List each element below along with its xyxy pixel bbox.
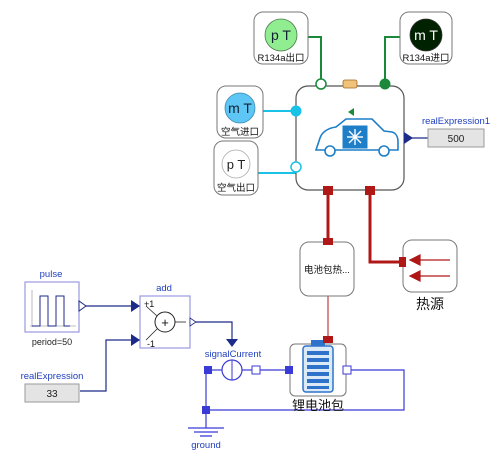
air-port-out[interactable] [290, 161, 302, 173]
wire-realexpr-add[interactable] [80, 339, 140, 392]
heat-port[interactable] [399, 257, 406, 267]
heat-port-a[interactable] [323, 186, 333, 195]
output-port[interactable] [189, 317, 197, 327]
sensor-label: R134a进口 [403, 53, 450, 64]
input-port-1[interactable] [131, 300, 140, 312]
block-name: signalCurrent [205, 349, 262, 360]
ground-block[interactable]: ground [188, 406, 224, 451]
block-param: period=50 [32, 337, 72, 347]
sensor-gauge-icon [264, 18, 298, 52]
real-expression1-block[interactable]: realExpression1 500 [422, 116, 490, 148]
pin-n[interactable] [342, 365, 352, 375]
wire-air-out[interactable] [256, 167, 297, 174]
block-value: 500 [448, 134, 465, 145]
block-name: ground [191, 440, 221, 451]
air-port-in[interactable] [290, 105, 302, 117]
signal-input-port[interactable] [404, 132, 413, 144]
block-name: add [156, 283, 172, 294]
sensor-label: 空气进口 [221, 126, 259, 138]
block-label: 锂电池包 [292, 398, 344, 413]
refrigerant-port-a[interactable] [315, 78, 327, 90]
signal-input-port[interactable] [226, 339, 238, 347]
wire-add-signalcurrent[interactable] [190, 321, 233, 340]
refrigerant-port-b[interactable] [379, 78, 391, 90]
battery-pack-block[interactable]: 锂电池包 [285, 336, 352, 413]
wire-r134a-out[interactable] [306, 36, 322, 84]
sensor-symbol: p T [271, 27, 291, 43]
heat-connections [326, 190, 403, 338]
sensor-symbol: m T [414, 27, 438, 43]
battery-icon [302, 340, 334, 393]
sensor-gauge-icon [224, 92, 256, 124]
real-expression-block[interactable]: realExpression 33 [21, 371, 84, 403]
sensor-air-in[interactable]: m T 空气进口 [216, 85, 264, 139]
pin-n[interactable] [204, 366, 212, 374]
heat-port-top[interactable] [323, 238, 333, 245]
heat-port-b[interactable] [365, 186, 375, 195]
pulse-block[interactable]: pulse period=50 [24, 269, 87, 347]
sensor-r134a-in[interactable]: m T R134a进口 [399, 11, 453, 65]
sum-symbol: + [161, 315, 169, 330]
wire-r134a-in[interactable] [384, 36, 400, 84]
battery-heat-block[interactable]: 电池包热... [299, 238, 355, 297]
pulse-waveform-icon [30, 290, 76, 327]
sensor-label: R134a出口 [258, 52, 305, 64]
signal-current-block[interactable]: signalCurrent [204, 339, 262, 381]
pin-p[interactable] [251, 365, 261, 375]
car-ac-icon [314, 118, 399, 157]
signal-output-port[interactable] [78, 300, 87, 312]
ground-symbol-icon [188, 427, 224, 437]
block-name: pulse [40, 269, 63, 280]
ground-pin[interactable] [202, 406, 210, 414]
pin-p[interactable] [285, 366, 293, 374]
sensor-gauge-icon [409, 18, 443, 52]
wire-heat-source[interactable] [368, 190, 403, 264]
sensor-air-out[interactable]: p T 空气出口 [213, 140, 259, 196]
input-minus-label: -1 [147, 339, 155, 349]
sensor-gauge-icon [221, 149, 251, 179]
input-port-2[interactable] [131, 334, 140, 346]
input-plus-label: +1 [144, 299, 154, 309]
add-block[interactable]: add + +1 -1 [131, 283, 197, 349]
block-label: 热源 [416, 296, 444, 312]
sensor-symbol: m T [228, 100, 252, 116]
refrigerant-valve-icon [342, 79, 358, 89]
block-label: 电池包热... [304, 264, 350, 276]
heat-source-block[interactable]: 热源 [399, 239, 458, 312]
sensor-label: 空气出口 [217, 182, 255, 194]
sensor-r134a-out[interactable]: p T R134a出口 [253, 11, 309, 65]
heat-port[interactable] [323, 336, 333, 343]
block-name: realExpression1 [422, 116, 490, 127]
block-value: 33 [46, 389, 58, 400]
hvac-evaporator-block[interactable] [290, 78, 413, 195]
block-name: realExpression [21, 371, 84, 382]
flow-arrow-icon [348, 108, 354, 116]
sensor-symbol: p T [227, 157, 246, 172]
heat-arrows-icon [408, 254, 450, 282]
